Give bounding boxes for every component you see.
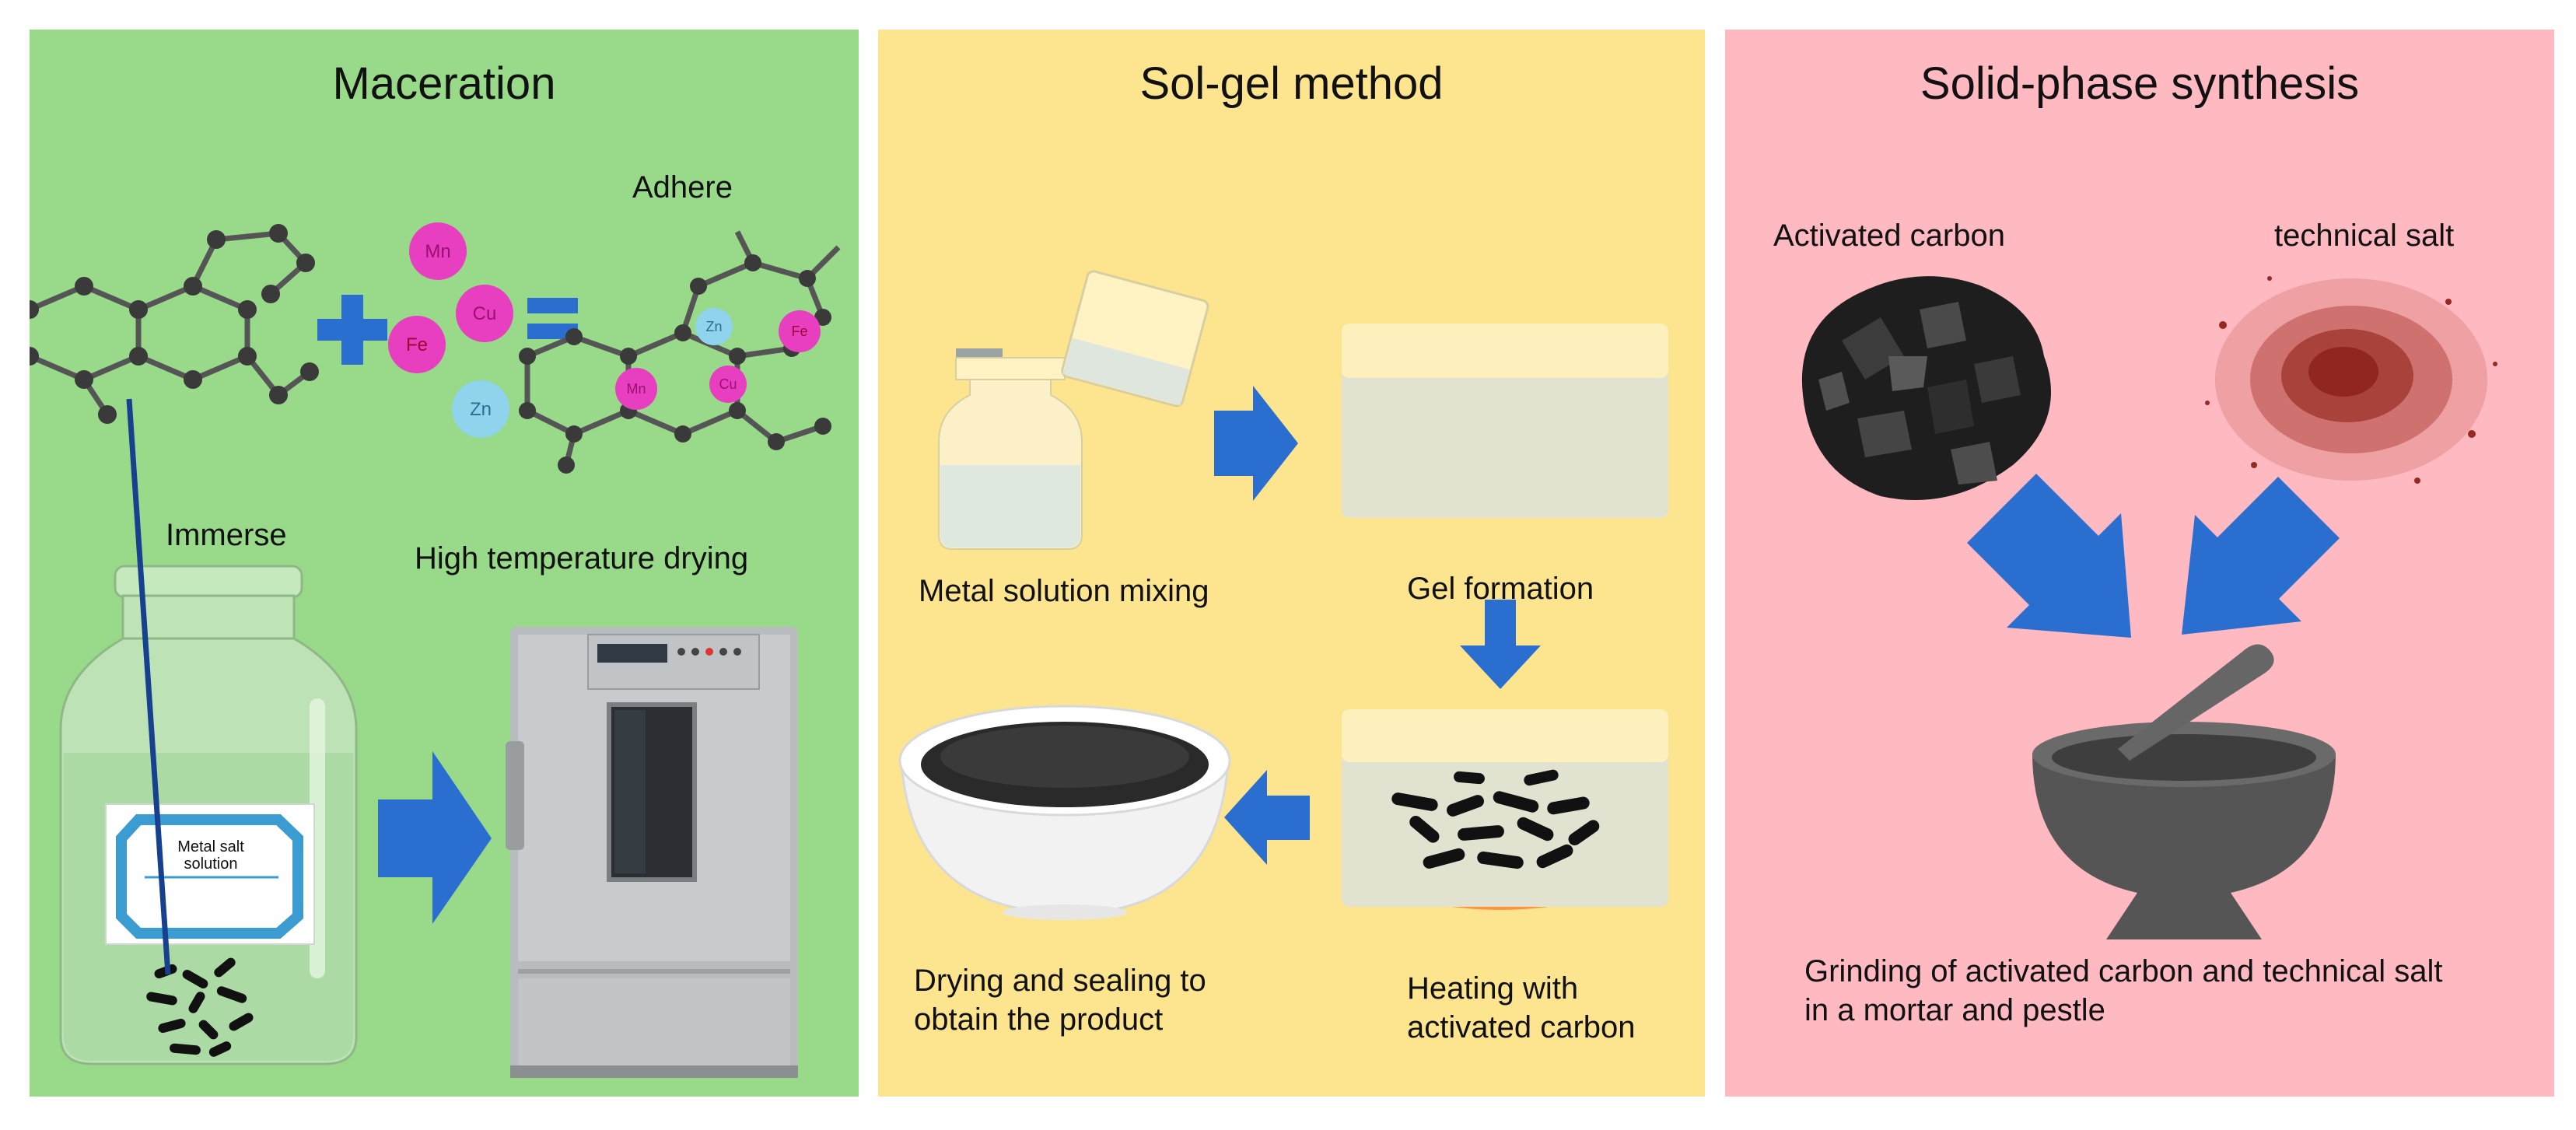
lattice-atoms — [30, 224, 319, 424]
metal-solution-mixing-label: Metal solution mixing — [919, 574, 1209, 608]
drying-sealing-label: Drying and sealing to obtain the product — [914, 964, 1206, 1037]
arrow-left-icon — [1224, 770, 1310, 865]
carbon-lattice-icon — [30, 230, 312, 416]
mortar-and-pestle-icon — [2032, 644, 2336, 939]
adhered-cu-label: Cu — [719, 376, 737, 392]
bowl-of-product-icon — [898, 705, 1231, 920]
ion-fe-label: Fe — [406, 334, 428, 355]
activated-carbon-pile-icon — [1801, 276, 2051, 500]
ion-fe — [388, 316, 446, 373]
adhered-ions — [615, 308, 821, 410]
technical-salt-powder-icon — [2205, 276, 2497, 484]
solid-phase-artwork — [1801, 276, 2497, 939]
immerse-label: Immerse — [166, 518, 287, 552]
maceration-artwork: Mn Cu Fe Zn — [30, 222, 841, 1078]
high-temp-drying-label: High temperature drying — [415, 541, 749, 575]
immersion-line — [126, 398, 171, 975]
metal-ions — [388, 222, 513, 438]
bottle-label — [105, 803, 315, 945]
carbon-pellets-icon — [1391, 769, 1600, 869]
arrow-down-left-icon — [2182, 477, 2340, 635]
heating-container-icon — [1342, 709, 1668, 910]
plus-icon — [317, 295, 387, 365]
solid-phase-panel: Solid-phase synthesis — [1725, 30, 2554, 1097]
arrow-right-icon — [1214, 386, 1298, 501]
sol-gel-artwork — [898, 270, 1668, 920]
pouring-beaker-icon — [1061, 270, 1209, 408]
ion-cu — [456, 285, 513, 342]
gel-formation-label: Gel formation — [1407, 572, 1594, 606]
ion-mn-label: Mn — [425, 241, 450, 262]
maceration-panel: Maceration — [30, 30, 859, 1097]
arrow-right-icon — [378, 751, 492, 924]
heating-label: Heating with activated carbon — [1407, 971, 1636, 1044]
maceration-title: Maceration — [332, 58, 556, 109]
technical-salt-label: technical salt — [2274, 219, 2455, 253]
adhered-zn-label: Zn — [705, 319, 722, 334]
ion-zn — [452, 380, 509, 438]
adhered-mn-label: Mn — [626, 381, 646, 397]
arrow-down-icon — [1460, 600, 1541, 689]
drying-oven-icon — [506, 627, 798, 1078]
adhered-fe-label: Fe — [791, 324, 807, 339]
equals-icon — [527, 298, 578, 339]
ion-cu-label: Cu — [473, 303, 497, 324]
sol-gel-panel: Sol-gel method — [878, 30, 1705, 1097]
gel-container-icon — [1342, 324, 1668, 518]
solution-bottle-icon — [938, 348, 1083, 550]
solid-phase-title: Solid-phase synthesis — [1920, 58, 2360, 109]
bottle-label-text: Metal salt solution — [177, 838, 244, 873]
activated-carbon-label: Activated carbon — [1773, 219, 2005, 253]
arrow-down-right-icon — [1967, 474, 2131, 638]
ion-zn-label: Zn — [470, 399, 492, 420]
sol-gel-title: Sol-gel method — [1139, 58, 1444, 109]
grinding-label: Grinding of activated carbon and technic… — [1804, 954, 2443, 1027]
adhere-label: Adhere — [632, 170, 733, 205]
ion-mn — [409, 222, 467, 280]
carbon-pellets-icon — [146, 957, 254, 1057]
